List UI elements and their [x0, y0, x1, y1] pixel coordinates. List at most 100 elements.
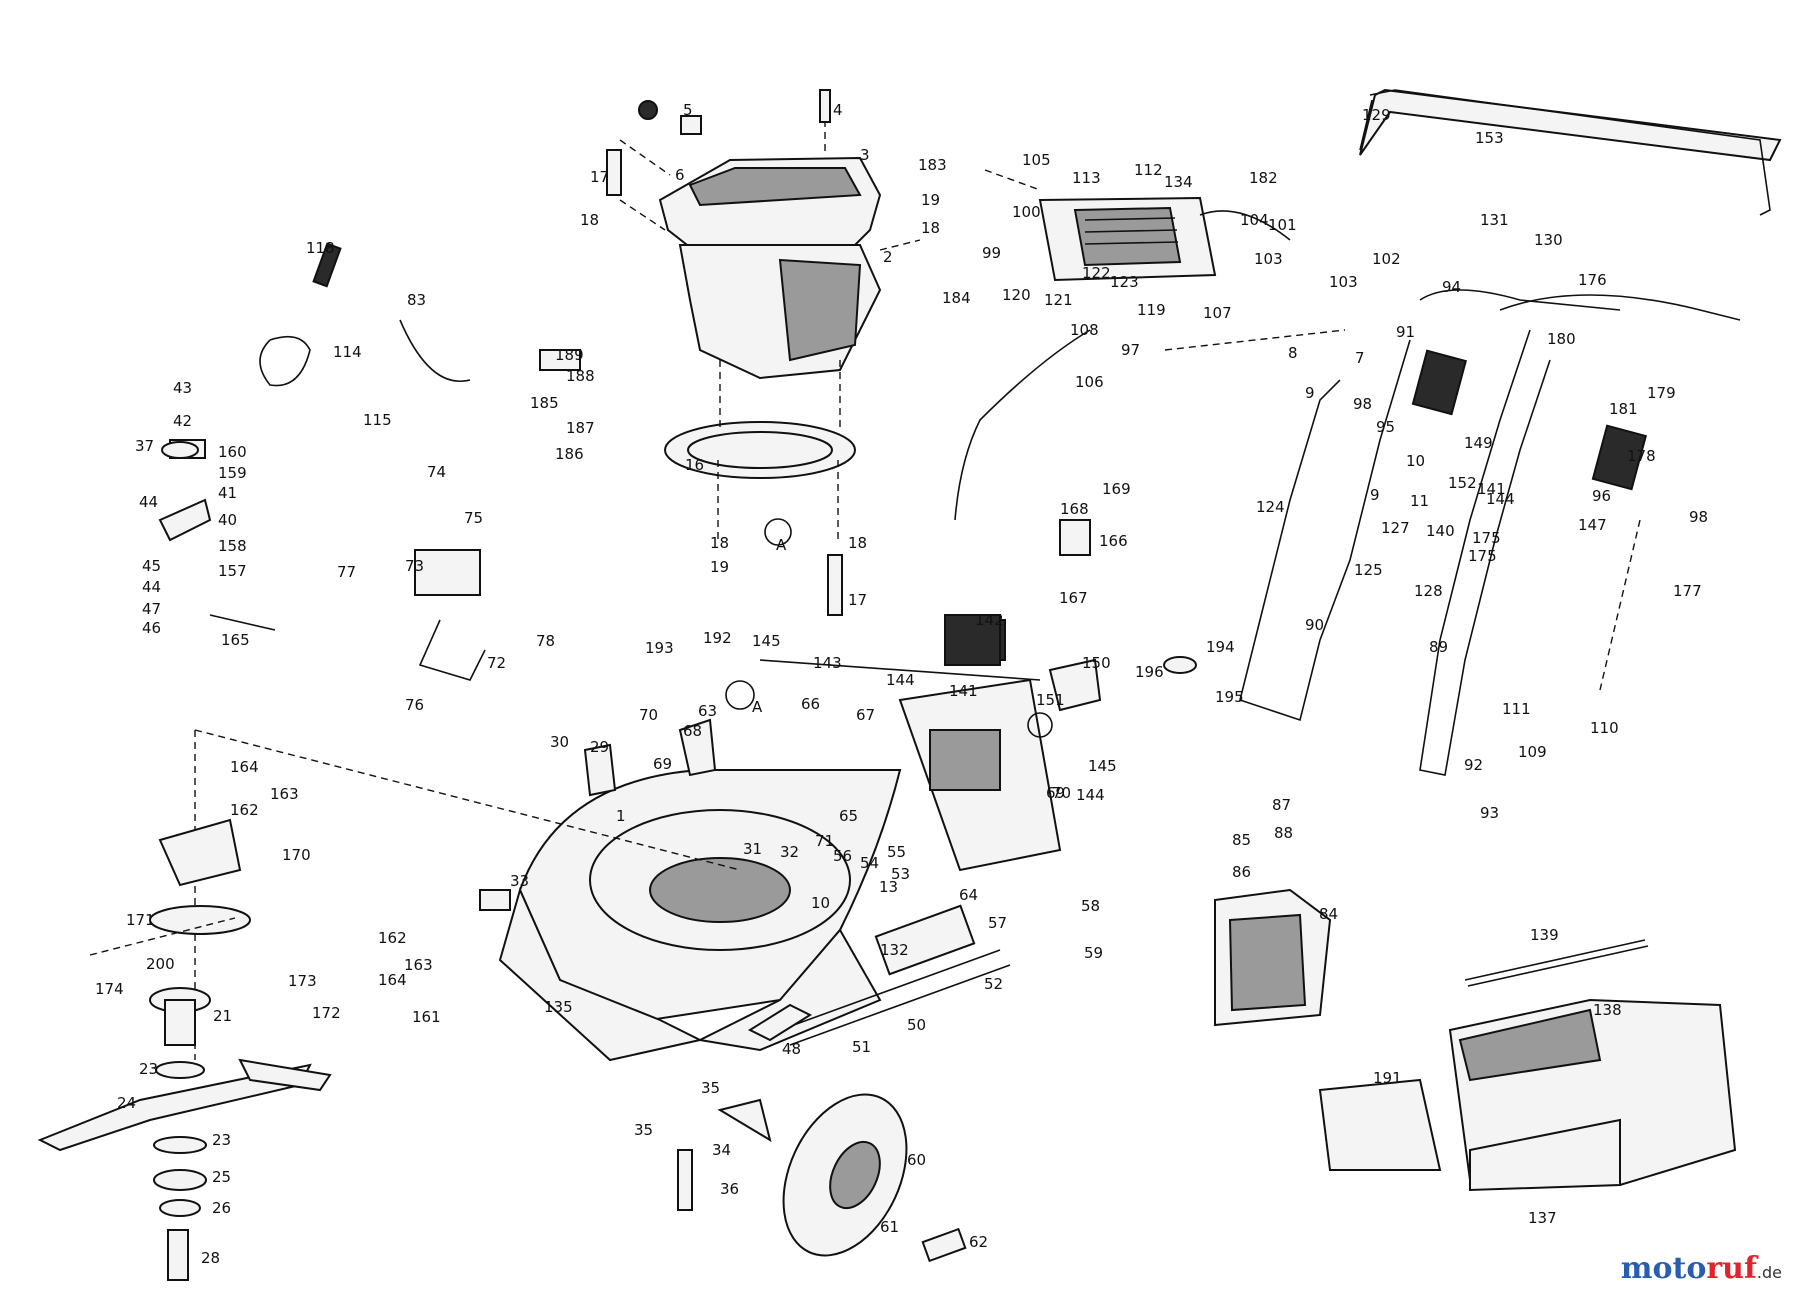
part-label: 168 [1060, 500, 1089, 518]
part-label: 11 [1410, 492, 1429, 510]
part-label: 84 [1319, 905, 1338, 923]
part-label: 101 [1268, 216, 1297, 234]
part-label: 170 [282, 846, 311, 864]
part-label: 75 [464, 509, 483, 527]
part-label: 66 [801, 695, 820, 713]
part-label: 93 [1480, 804, 1499, 822]
part-label: 57 [988, 914, 1007, 932]
part-label: 23 [139, 1060, 158, 1078]
part-label: 86 [1232, 863, 1251, 881]
part-label: 187 [566, 419, 595, 437]
part-label: 173 [288, 972, 317, 990]
small-parts [158, 242, 1197, 1211]
part-label: 185 [530, 394, 559, 412]
part-label: 182 [1249, 169, 1278, 187]
part-label: 129 [1362, 106, 1391, 124]
part-label: 85 [1232, 831, 1251, 849]
part-label: 147 [1578, 516, 1607, 534]
part-label: 145 [1088, 757, 1117, 775]
part-label: 109 [1518, 743, 1547, 761]
part-label: 59 [1084, 944, 1103, 962]
part-label: 123 [1110, 273, 1139, 291]
part-label: 118 [306, 239, 335, 257]
part-label: 94 [1442, 278, 1461, 296]
part-label: 69 [653, 755, 672, 773]
part-label: 159 [218, 464, 247, 482]
part-label: 44 [139, 493, 158, 511]
part-label: 181 [1609, 400, 1638, 418]
part-label: 40 [218, 511, 237, 529]
part-label: 8 [1288, 344, 1298, 362]
part-label: 35 [701, 1079, 720, 1097]
blade-assembly [37, 818, 332, 1281]
watermark-accent: ruf [1706, 1251, 1757, 1286]
part-label: 48 [782, 1040, 801, 1058]
part-label: 120 [1002, 286, 1031, 304]
part-label: 189 [555, 346, 584, 364]
part-label: 73 [405, 557, 424, 575]
part-label: 72 [487, 654, 506, 672]
part-label: 63 [698, 702, 717, 720]
part-label: 157 [218, 562, 247, 580]
part-label: 96 [1592, 487, 1611, 505]
part-label: 64 [959, 886, 978, 904]
part-label: 166 [1099, 532, 1128, 550]
part-label: 186 [555, 445, 584, 463]
part-label: 128 [1414, 582, 1443, 600]
part-label: 131 [1480, 211, 1509, 229]
part-label: 121 [1044, 291, 1073, 309]
part-label: 35 [634, 1121, 653, 1139]
part-label: 41 [218, 484, 237, 502]
part-label: 164 [378, 971, 407, 989]
part-label: 113 [1072, 169, 1101, 187]
watermark-tld: .de [1756, 1263, 1782, 1282]
part-label: 9 [1305, 384, 1315, 402]
part-label: 70 [1052, 784, 1071, 802]
part-label: 88 [1274, 824, 1293, 842]
wheel-assembly [779, 949, 1011, 1263]
part-label: 150 [1082, 654, 1111, 672]
part-label: 42 [173, 412, 192, 430]
part-label: 100 [1012, 203, 1041, 221]
part-label: 56 [833, 847, 852, 865]
part-label: 200 [146, 955, 175, 973]
part-label: 21 [213, 1007, 232, 1025]
part-label: 3 [860, 146, 870, 164]
part-label: 194 [1206, 638, 1235, 656]
part-label: 30 [550, 733, 569, 751]
part-label: 44 [142, 578, 161, 596]
part-label: 16 [685, 456, 704, 474]
part-label: 97 [1121, 341, 1140, 359]
part-label: 175 [1472, 529, 1501, 547]
part-label: 134 [1164, 173, 1193, 191]
part-label: 60 [907, 1151, 926, 1169]
part-label: 152 [1448, 474, 1477, 492]
part-label: 158 [218, 537, 247, 555]
part-label: 162 [230, 801, 259, 819]
part-label: 24 [117, 1094, 136, 1112]
part-label: 195 [1215, 688, 1244, 706]
part-label: 105 [1022, 151, 1051, 169]
part-label: 145 [752, 632, 781, 650]
part-label: 191 [1373, 1069, 1402, 1087]
part-label: 53 [891, 865, 910, 883]
part-label: 18 [921, 219, 940, 237]
part-label: 69 [1046, 784, 1065, 802]
part-label: 112 [1134, 161, 1163, 179]
part-label: 184 [942, 289, 971, 307]
part-label: 26 [212, 1199, 231, 1217]
part-label: 28 [201, 1249, 220, 1267]
part-label: 18 [848, 534, 867, 552]
part-label: 144 [1486, 490, 1515, 508]
part-label: 193 [645, 639, 674, 657]
part-label: 51 [852, 1038, 871, 1056]
part-label: 102 [1372, 250, 1401, 268]
part-label: 172 [312, 1004, 341, 1022]
watermark-logo: motoruf.de [1621, 1251, 1782, 1286]
part-label: 33 [510, 872, 529, 890]
part-label: 31 [743, 840, 762, 858]
part-label: 37 [135, 437, 154, 455]
part-label: 163 [404, 956, 433, 974]
part-label: 125 [1354, 561, 1383, 579]
